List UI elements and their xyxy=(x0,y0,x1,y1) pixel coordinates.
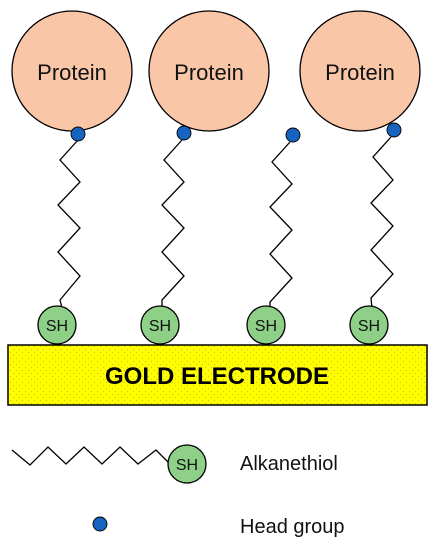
protein-1: Protein xyxy=(11,10,133,132)
alkanethiol-1: SH xyxy=(37,126,86,345)
legend: SH Alkanethiol Head group xyxy=(11,444,345,538)
thiol-anchor xyxy=(140,305,180,345)
thiol-label: SH xyxy=(46,318,68,335)
head-group-dot xyxy=(285,127,301,143)
legend-head-group-dot xyxy=(92,516,108,532)
thiol-anchor xyxy=(37,305,77,345)
legend-thiol-anchor xyxy=(167,444,207,484)
head-group-dot xyxy=(176,125,192,141)
electrode-label: GOLD ELECTRODE xyxy=(105,363,329,390)
protein-2: Protein xyxy=(148,10,270,132)
thiol-anchor xyxy=(349,305,389,345)
thiol-label: SH xyxy=(149,318,171,335)
legend-thiol-label: SH xyxy=(176,457,198,474)
legend-alkanethiol: SH Alkanethiol xyxy=(11,444,338,484)
legend-alkyl-chain xyxy=(11,446,169,466)
protein-3: Protein xyxy=(299,10,421,132)
head-group-dot xyxy=(386,122,402,138)
alkanethiol-4: SH xyxy=(349,122,402,345)
alkyl-chain xyxy=(161,139,185,308)
legend-head-group-label: Head group xyxy=(240,516,345,538)
thiol-label: SH xyxy=(358,318,380,335)
protein-circle xyxy=(299,10,421,132)
legend-head-group: Head group xyxy=(92,516,345,538)
electrode-bar xyxy=(7,344,428,406)
protein-label: Protein xyxy=(174,60,244,85)
protein-label: Protein xyxy=(37,60,107,85)
legend-alkanethiol-label: Alkanethiol xyxy=(240,453,338,475)
alkyl-chain xyxy=(370,136,394,309)
alkyl-chain xyxy=(269,141,293,308)
thiol-anchor xyxy=(246,305,286,345)
protein-circle xyxy=(148,10,270,132)
alkyl-chain xyxy=(57,139,81,309)
alkanethiol-2: SH xyxy=(140,125,192,345)
head-group-dot xyxy=(70,126,86,142)
gold-electrode: GOLD ELECTRODE xyxy=(7,344,428,406)
protein-label: Protein xyxy=(325,60,395,85)
alkanethiol-3: SH xyxy=(246,127,301,345)
thiol-label: SH xyxy=(255,318,277,335)
